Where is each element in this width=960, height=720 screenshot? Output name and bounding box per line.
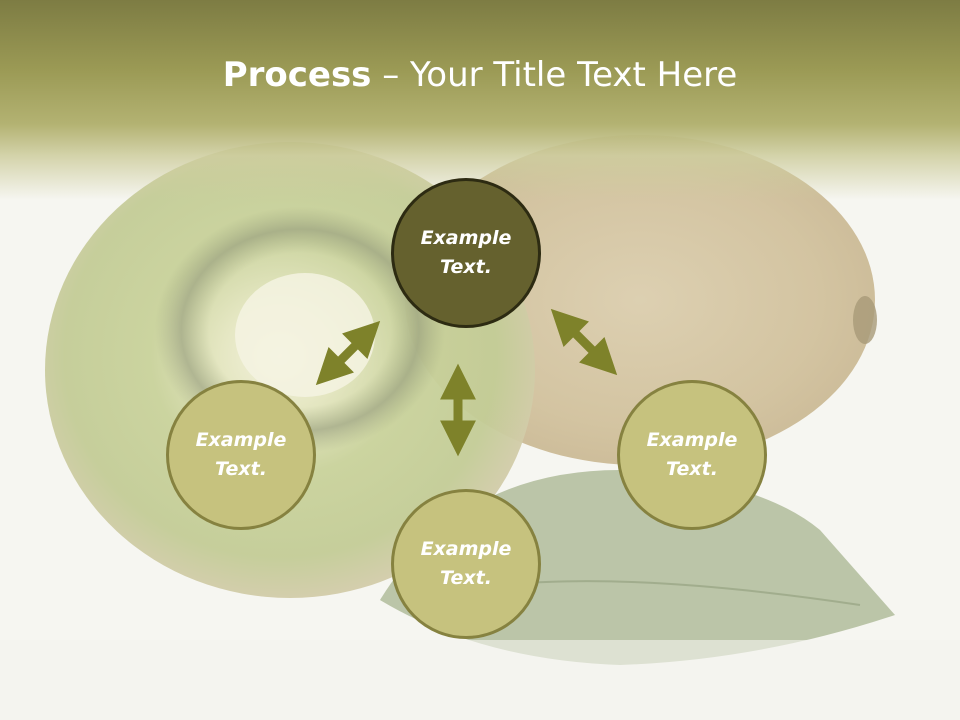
- slide-title: Process – Your Title Text Here: [0, 52, 960, 98]
- title-bold: Process: [222, 55, 372, 95]
- process-node-top: Example Text.: [391, 178, 541, 328]
- double-arrow-icon: [315, 320, 381, 386]
- process-node-left: Example Text.: [166, 380, 316, 530]
- node-label-top: Example Text.: [420, 227, 512, 278]
- node-label-bottom: Example Text.: [420, 538, 512, 589]
- double-arrow-icon: [550, 308, 618, 376]
- node-label-right: Example Text.: [646, 429, 738, 480]
- node-label-left: Example Text.: [195, 429, 287, 480]
- process-node-right: Example Text.: [617, 380, 767, 530]
- title-bar: [0, 0, 960, 200]
- process-node-bottom: Example Text.: [391, 489, 541, 639]
- title-rest: – Your Title Text Here: [371, 55, 738, 95]
